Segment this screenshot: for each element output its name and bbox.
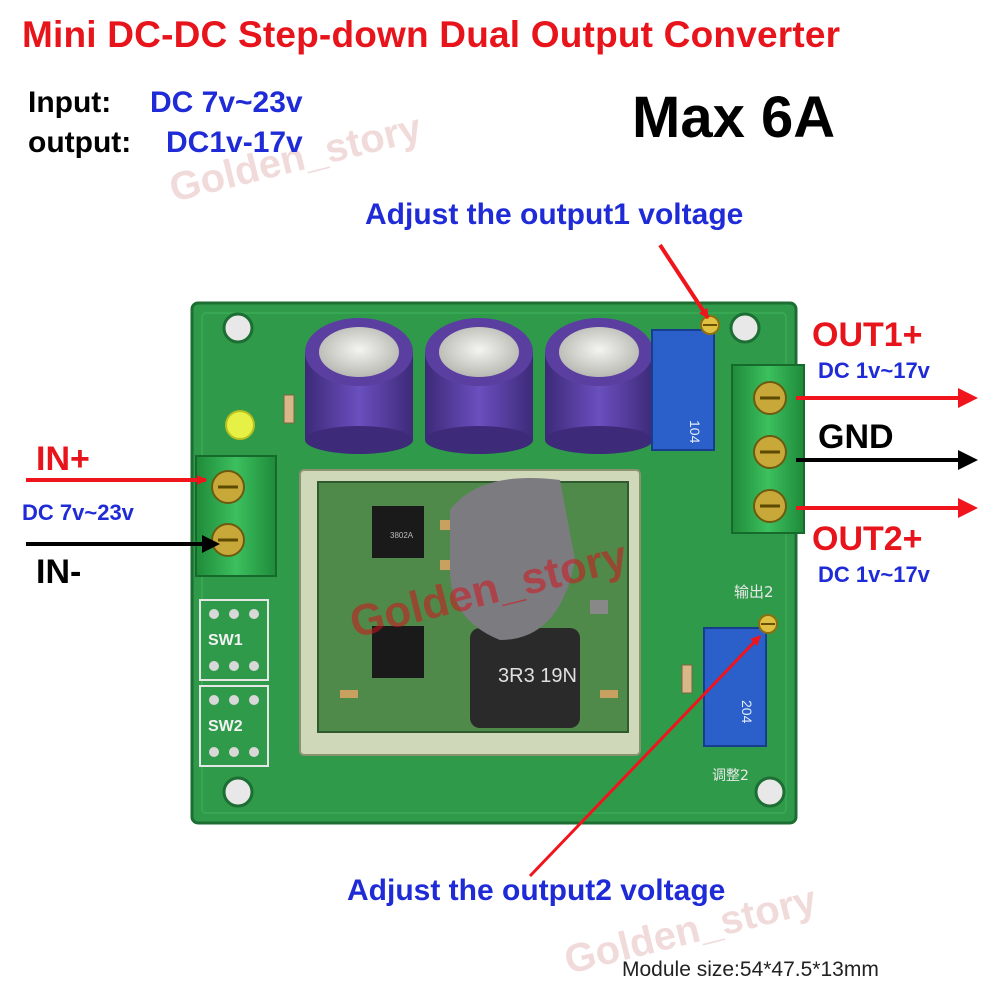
input-spec-label: Input: (28, 86, 112, 119)
pot1-code: 104 (687, 420, 703, 444)
adjust2-silk: 调整2 (712, 768, 749, 784)
ic-code: 3802A (390, 531, 414, 540)
output-spec-value: DC1v-17v (166, 126, 303, 159)
adjust1-arrow (658, 243, 710, 320)
out2-plus-label: OUT2+ (812, 520, 923, 558)
in-plus-label: IN+ (36, 440, 90, 478)
capacitors (305, 318, 653, 454)
output-spec-label: output: (28, 126, 132, 159)
adjust-output2-label: Adjust the output2 voltage (347, 874, 726, 907)
switch-pads: SW1 SW2 (199, 599, 269, 767)
inductor (450, 478, 580, 728)
input-terminal-block (195, 455, 277, 577)
output-terminal-block (731, 364, 805, 534)
potentiometer-2: 204 (703, 614, 778, 747)
out1-plus-label: OUT1+ (812, 316, 923, 354)
annotation-arrows (26, 243, 978, 878)
led (225, 410, 255, 440)
out1-voltage-label: DC 1v~17v (818, 358, 930, 383)
page-title: Mini DC-DC Step-down Dual Output Convert… (22, 14, 841, 55)
adjust-output1-label: Adjust the output1 voltage (365, 198, 744, 231)
output2-silk: 输出2 (734, 583, 774, 601)
adjust2-arrow (528, 634, 762, 878)
potentiometer-1: 104 (651, 315, 720, 451)
gnd-label: GND (818, 418, 894, 456)
module-size-caption: Module size:54*47.5*13mm (622, 958, 879, 981)
in-minus-label: IN- (36, 553, 82, 591)
pot2-code: 204 (739, 700, 755, 724)
sw1-label: SW1 (208, 632, 243, 649)
sw2-label: SW2 (208, 718, 243, 735)
input-spec-value: DC 7v~23v (150, 86, 303, 119)
resistors (283, 394, 693, 694)
in-voltage-label: DC 7v~23v (22, 500, 134, 525)
out2-voltage-label: DC 1v~17v (818, 562, 930, 587)
inductor-code: 3R3 19N (498, 665, 577, 687)
max-current-label: Max 6A (632, 85, 836, 150)
